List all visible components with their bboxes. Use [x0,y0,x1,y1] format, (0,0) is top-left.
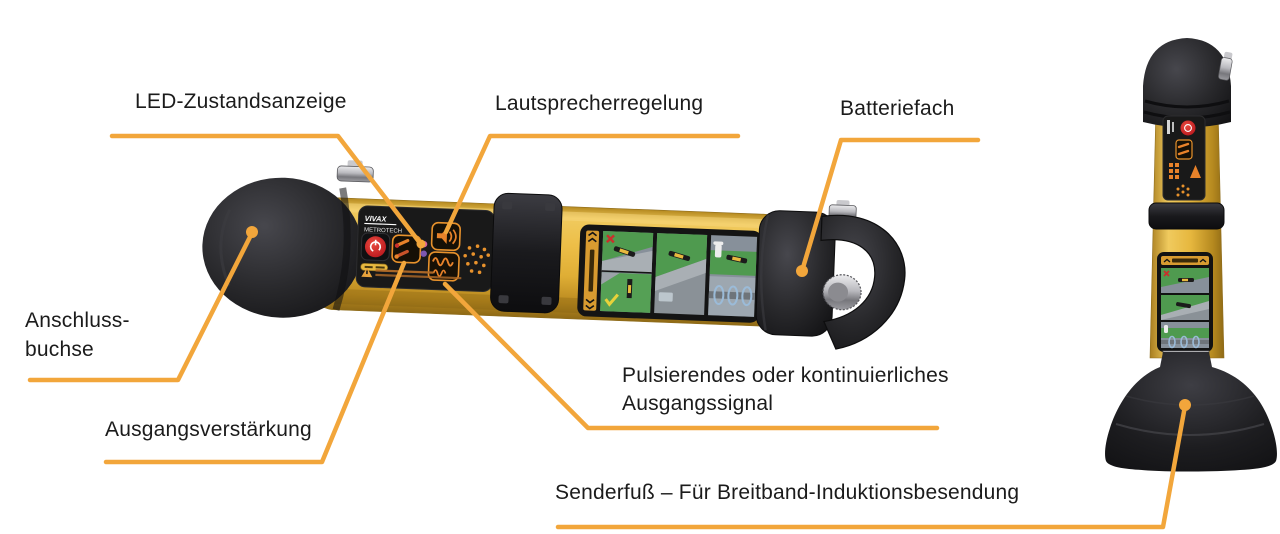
output-connector-button [391,234,422,264]
label-connection-socket-line2: buchse [25,337,94,361]
leader-lines [27,133,1191,530]
label-battery-compartment: Batteriefach [840,97,955,120]
left-end-cap [202,177,363,318]
power-button [360,232,391,262]
leader-connection-socket [27,230,255,383]
leader-transmitter-foot [555,403,1188,530]
brand-logo: VIVAX METROTECH [364,214,402,235]
speaker-button [430,221,461,252]
svg-text:VIVAX: VIVAX [364,214,387,224]
leader-speaker-control [443,133,741,235]
rubber-band [490,192,563,314]
connector-knob [822,274,862,311]
label-output-signal-line1: Pulsierendes oder kontinuierliches [622,364,949,387]
dome-cap [1143,38,1231,128]
label-output-signal-line2: Ausgangssignal [622,391,774,415]
label-speaker-control: Lautsprecherregelung [495,92,704,115]
leader-output-signal [442,281,940,431]
instruction-sticker [577,224,763,323]
bell-base [1105,352,1277,472]
speaker-grille [463,244,491,275]
label-output-gain: Ausgangsverstärkung [105,418,312,441]
sticker-panel-3 [708,235,758,317]
standing-sticker-panel-2 [1161,295,1209,320]
standing-instruction-sticker [1157,252,1213,352]
transmitter-side-view: VIVAX METROTECH [202,160,906,350]
label-output-signal: Pulsierendes oder kontinuierliches Ausga… [622,362,949,417]
hanging-hook [820,214,906,350]
leader-battery [799,137,981,274]
label-led-status: LED-Zustandsanzeige [135,90,347,113]
leader-dot-transmitter-foot [1179,399,1191,411]
leader-dot-battery [796,265,808,277]
label-connection-socket-line1: Anschluss- [25,309,130,332]
standing-carry-clip [1218,51,1233,81]
standing-control-panel [1162,115,1206,201]
transmitter-standing-view [1105,38,1277,472]
leader-output-gain [103,260,407,465]
leader-dot-led-status [416,239,426,249]
standing-sticker-panel-1 [1161,268,1209,293]
label-connection-socket: Anschluss- buchse [25,307,130,364]
label-transmitter-foot: Senderfuß – Für Breitband-Induktionsbese… [555,481,1020,504]
standing-rubber-band [1148,202,1225,230]
leader-dot-connection-socket [246,226,258,238]
svg-text:METROTECH: METROTECH [364,227,402,234]
leader-led-status [109,133,423,246]
standing-sticker-panel-3 [1161,322,1209,349]
battery-end-cap [755,210,836,337]
sticker-panel-2 [654,233,708,315]
sticker-panel-1 [600,231,654,313]
